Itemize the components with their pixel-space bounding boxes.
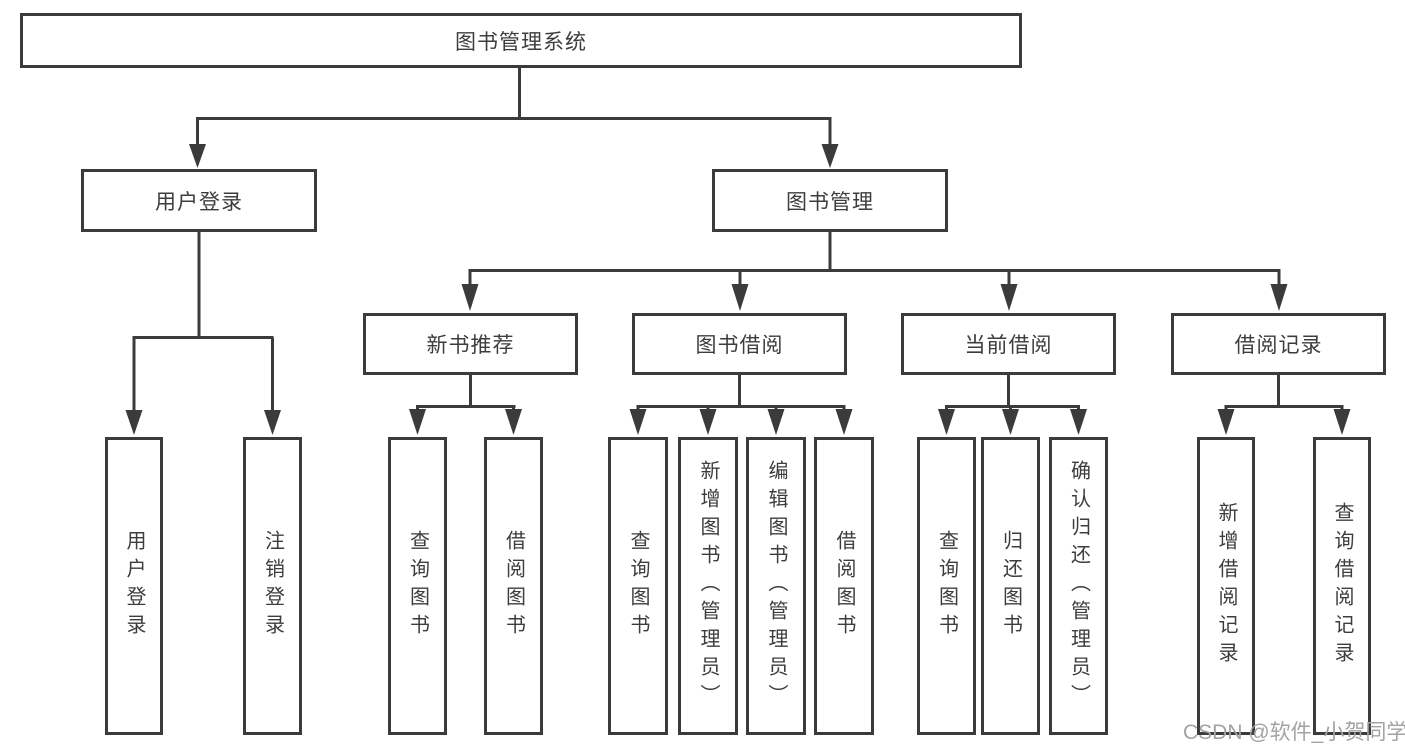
- node-user-login-branch: 用户登录: [81, 169, 317, 232]
- arrow-down-icon: [1002, 409, 1019, 435]
- arrow-down-icon: [189, 144, 206, 168]
- leaf-add-borrow-record: 新增借阅记录: [1197, 437, 1255, 735]
- arrow-down-icon: [1070, 409, 1087, 435]
- node-new-book-recommend: 新书推荐: [363, 313, 578, 375]
- arrow-down-icon: [731, 284, 749, 311]
- arrow-down-icon: [938, 409, 955, 435]
- leaf-confirm-return-admin: 确认归还（管理员）: [1049, 437, 1108, 735]
- arrow-down-icon: [1217, 409, 1235, 435]
- arrow-down-icon: [1333, 409, 1351, 435]
- csdn-watermark: CSDN @软件_小贺同学: [1183, 721, 1405, 744]
- leaf-edit-books-admin: 编辑图书（管理员）: [746, 437, 806, 735]
- node-book-borrow: 图书借阅: [632, 313, 847, 375]
- leaf-borrow-books: 借阅图书: [814, 437, 874, 735]
- node-book-management-branch: 图书管理: [712, 169, 948, 232]
- arrow-down-icon: [821, 144, 839, 168]
- node-root-system: 图书管理系统: [20, 13, 1022, 68]
- leaf-query-borrow-record: 查询借阅记录: [1313, 437, 1371, 735]
- arrow-down-icon: [699, 409, 717, 435]
- arrow-down-icon: [629, 409, 647, 435]
- leaf-borrow-books-recommend: 借阅图书: [484, 437, 543, 735]
- leaf-user-login: 用户登录: [105, 437, 163, 735]
- arrow-down-icon: [505, 409, 522, 435]
- arrow-down-icon: [461, 284, 479, 311]
- leaf-query-books-current: 查询图书: [917, 437, 976, 735]
- node-borrow-records: 借阅记录: [1171, 313, 1386, 375]
- arrow-down-icon: [1270, 284, 1288, 311]
- leaf-return-books: 归还图书: [981, 437, 1040, 735]
- leaf-query-books-borrow: 查询图书: [608, 437, 668, 735]
- arrow-down-icon: [767, 409, 785, 435]
- arrow-down-icon: [1000, 284, 1018, 311]
- leaf-logout: 注销登录: [243, 437, 302, 735]
- leaf-query-books-recommend: 查询图书: [388, 437, 447, 735]
- arrow-down-icon: [409, 409, 426, 435]
- arrow-down-icon: [264, 410, 281, 435]
- leaf-add-books-admin: 新增图书（管理员）: [678, 437, 738, 735]
- node-current-borrow: 当前借阅: [901, 313, 1116, 375]
- arrow-down-icon: [125, 410, 143, 435]
- arrow-down-icon: [835, 409, 853, 435]
